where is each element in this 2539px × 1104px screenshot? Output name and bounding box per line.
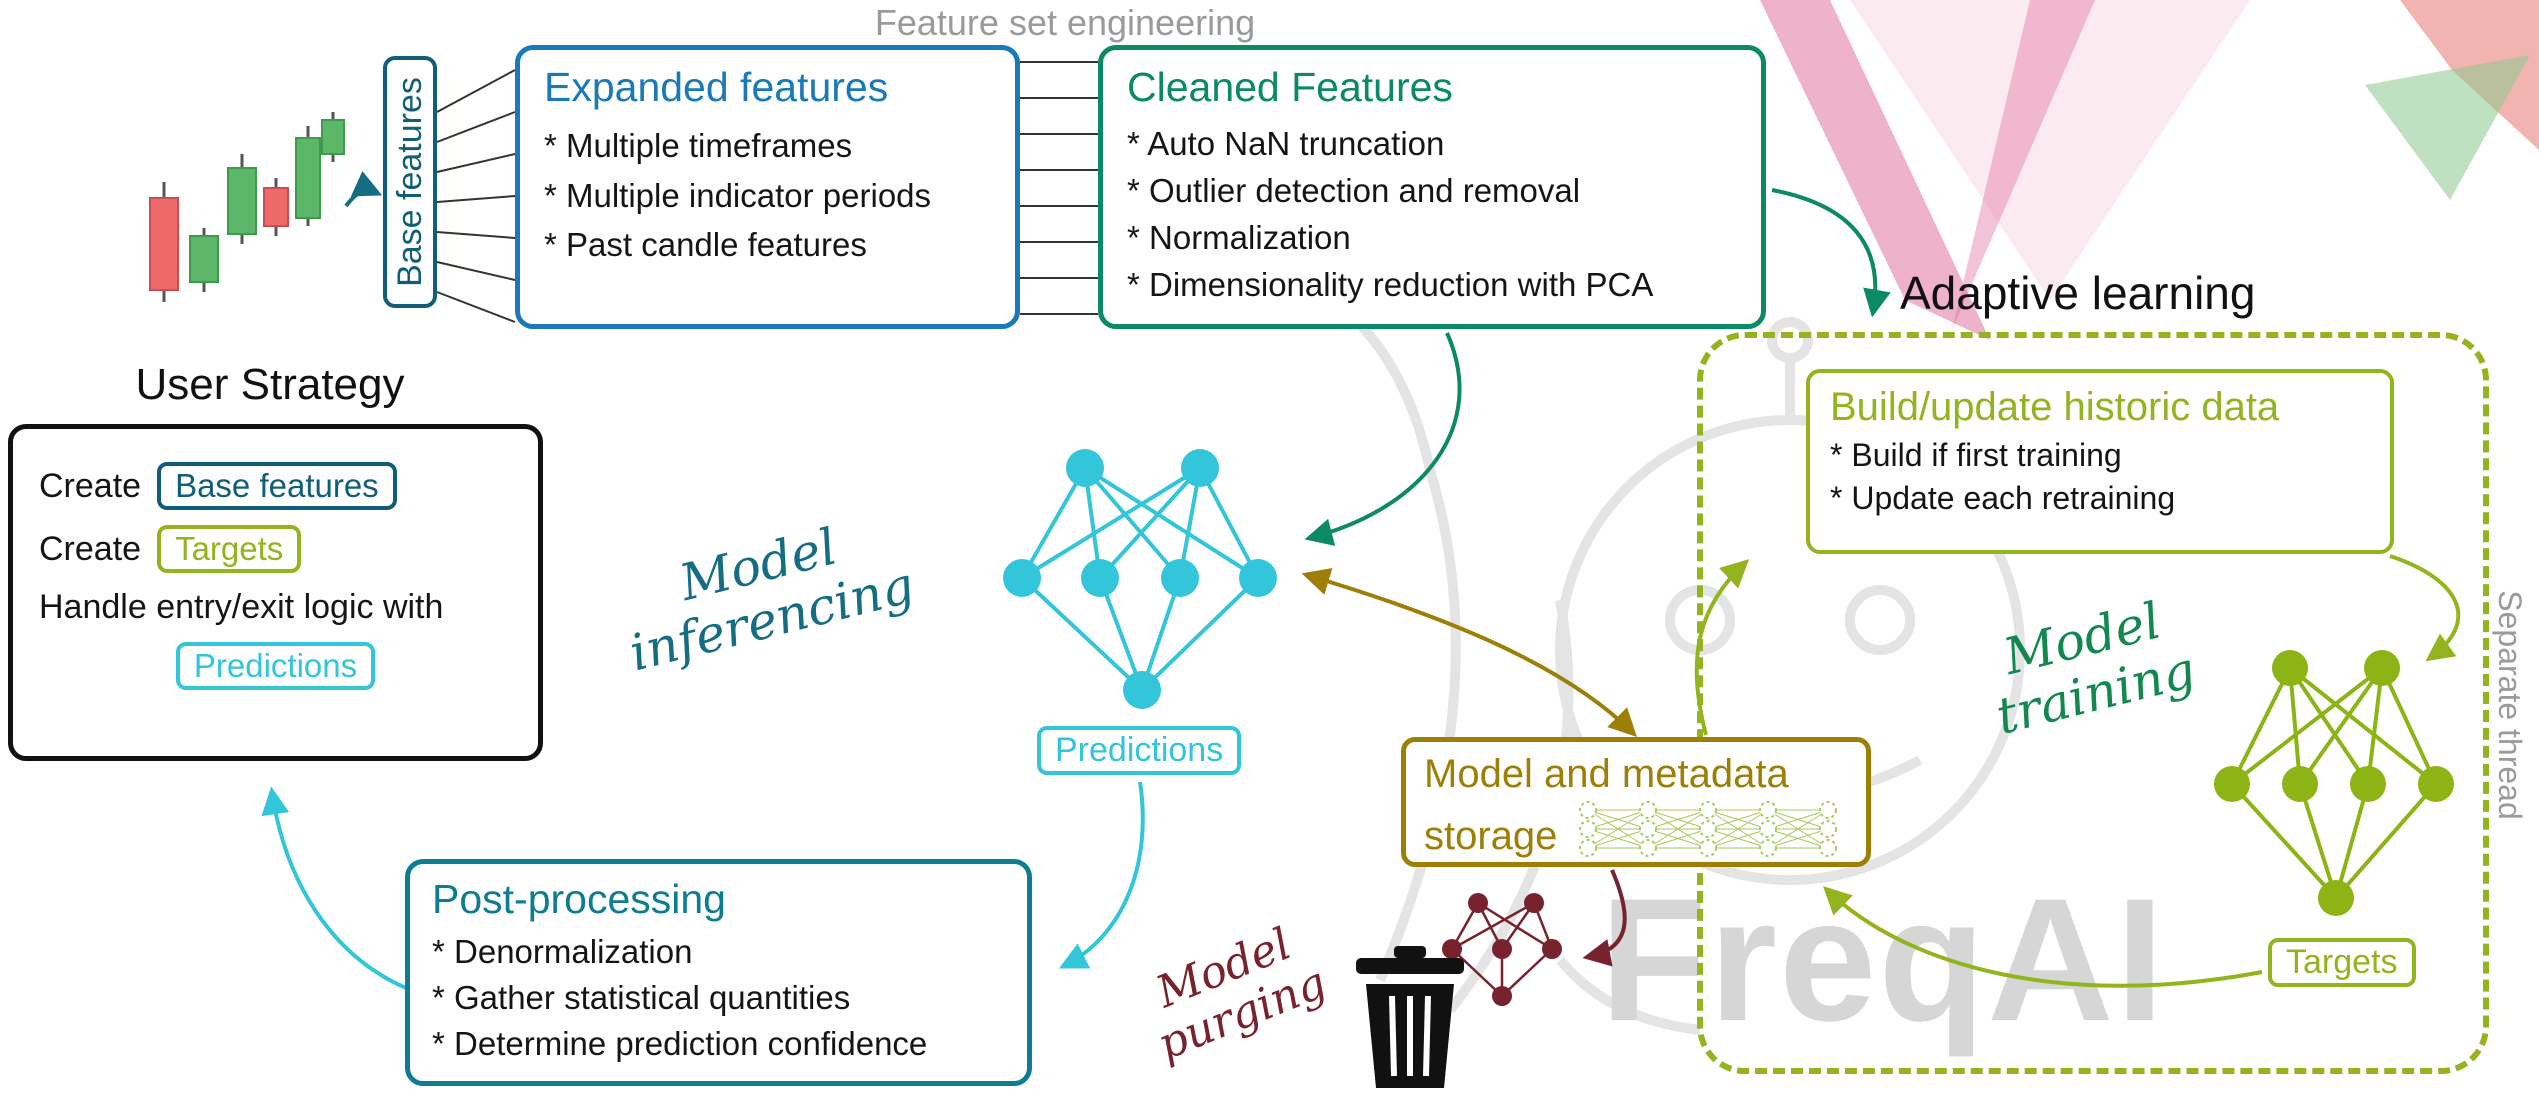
flow-arrows: [261, 170, 2461, 990]
build-update-title: Build/update historic data: [1830, 385, 2280, 429]
post-processing-item: * Denormalization: [432, 933, 693, 970]
expanded-features-title: Expanded features: [544, 64, 889, 110]
post-processing-panel: Post-processing * Denormalization * Gath…: [405, 859, 1032, 1086]
base-features-label: Base features: [390, 77, 429, 287]
cleaned-features-item: * Auto NaN truncation: [1127, 125, 1445, 162]
storage-title-line2: storage: [1424, 814, 1558, 858]
handle-logic-label: Handle entry/exit logic with: [39, 588, 444, 626]
post-processing-item: * Gather statistical quantities: [432, 979, 851, 1017]
targets-output-tag: Targets: [2268, 938, 2416, 987]
training-to-storage-arrow: [1822, 886, 2263, 988]
targets-tag: Targets: [157, 525, 302, 573]
cleaned-features-item: * Dimensionality reduction with PCA: [1127, 265, 1654, 303]
handle-logic-row: Handle entry/exit logic with: [39, 588, 512, 627]
user-strategy-panel: Create Base features Create Targets Hand…: [8, 424, 543, 761]
create-base-features-row: Create Base features: [39, 462, 512, 510]
create-label: Create: [39, 529, 142, 568]
expanded-features-item: * Multiple timeframes: [544, 127, 853, 164]
build-update-item: * Build if first training: [1830, 437, 2122, 473]
cleaned-to-inference-arrow: [1304, 332, 1462, 546]
trash-icon: [1356, 946, 1464, 1088]
post-processing-item: * Determine prediction confidence: [432, 1025, 928, 1063]
predictions-row: Predictions: [39, 642, 512, 690]
separate-thread-label: Separate thread: [2492, 590, 2528, 820]
post-to-user-arrow: [261, 786, 407, 990]
cleaned-features-panel: Cleaned Features * Auto NaN truncation *…: [1098, 45, 1766, 329]
dotted-neural-network-icon: [1579, 801, 1838, 857]
expanded-features-item: * Multiple indicator periods: [544, 176, 932, 214]
build-update-panel: Build/update historic data * Build if fi…: [1806, 369, 2394, 554]
create-targets-row: Create Targets: [39, 525, 512, 573]
predictions-tag: Predictions: [175, 642, 376, 690]
create-label: Create: [39, 466, 142, 505]
logo-triangles: [1760, 0, 2539, 340]
storage-to-build-arrow: [1694, 559, 1750, 736]
expanded-features-item: * Past candle features: [544, 226, 867, 263]
expanded-features-panel: Expanded features * Multiple timeframes …: [515, 45, 1020, 329]
inference-neural-network-icon: [1003, 449, 1277, 709]
candlestick-chart-icon: [149, 112, 345, 302]
model-storage-panel: Model and metadata storage: [1401, 737, 1871, 867]
storage-title-line1: Model and metadata: [1424, 752, 1789, 796]
feature-set-engineering-label: Feature set engineering: [874, 2, 1256, 43]
purged-neural-network-icon: [1442, 893, 1562, 1006]
inference-storage-arrow: [1301, 568, 1637, 737]
cleaned-features-item: * Outlier detection and removal: [1127, 171, 1581, 209]
freqai-watermark-text: FreqAI: [1600, 863, 2167, 1058]
build-to-training-arrow: [2389, 554, 2461, 662]
post-processing-title: Post-processing: [432, 876, 726, 922]
predictions-output-tag: Predictions: [1037, 726, 1242, 775]
base-features-tag: Base features: [157, 462, 397, 510]
user-strategy-title: User Strategy: [135, 360, 405, 409]
cleaned-features-item: * Normalization: [1127, 218, 1351, 256]
expanded-to-cleaned-lines: [1020, 61, 1098, 315]
base-features-box: Base features: [383, 56, 437, 308]
cleaned-features-title: Cleaned Features: [1127, 64, 1453, 110]
storage-to-purge-arrow: [1582, 869, 1627, 967]
adaptive-learning-title: Adaptive learning: [1900, 267, 2256, 319]
build-update-item: * Update each retraining: [1830, 480, 2176, 517]
candles-to-base-arrow: [344, 170, 383, 208]
cleaned-to-adaptive-arrow: [1771, 188, 1891, 318]
predictions-to-post-arrow: [1059, 781, 1145, 969]
training-neural-network-icon: [2214, 650, 2454, 916]
base-to-expanded-fan-lines: [436, 69, 516, 323]
